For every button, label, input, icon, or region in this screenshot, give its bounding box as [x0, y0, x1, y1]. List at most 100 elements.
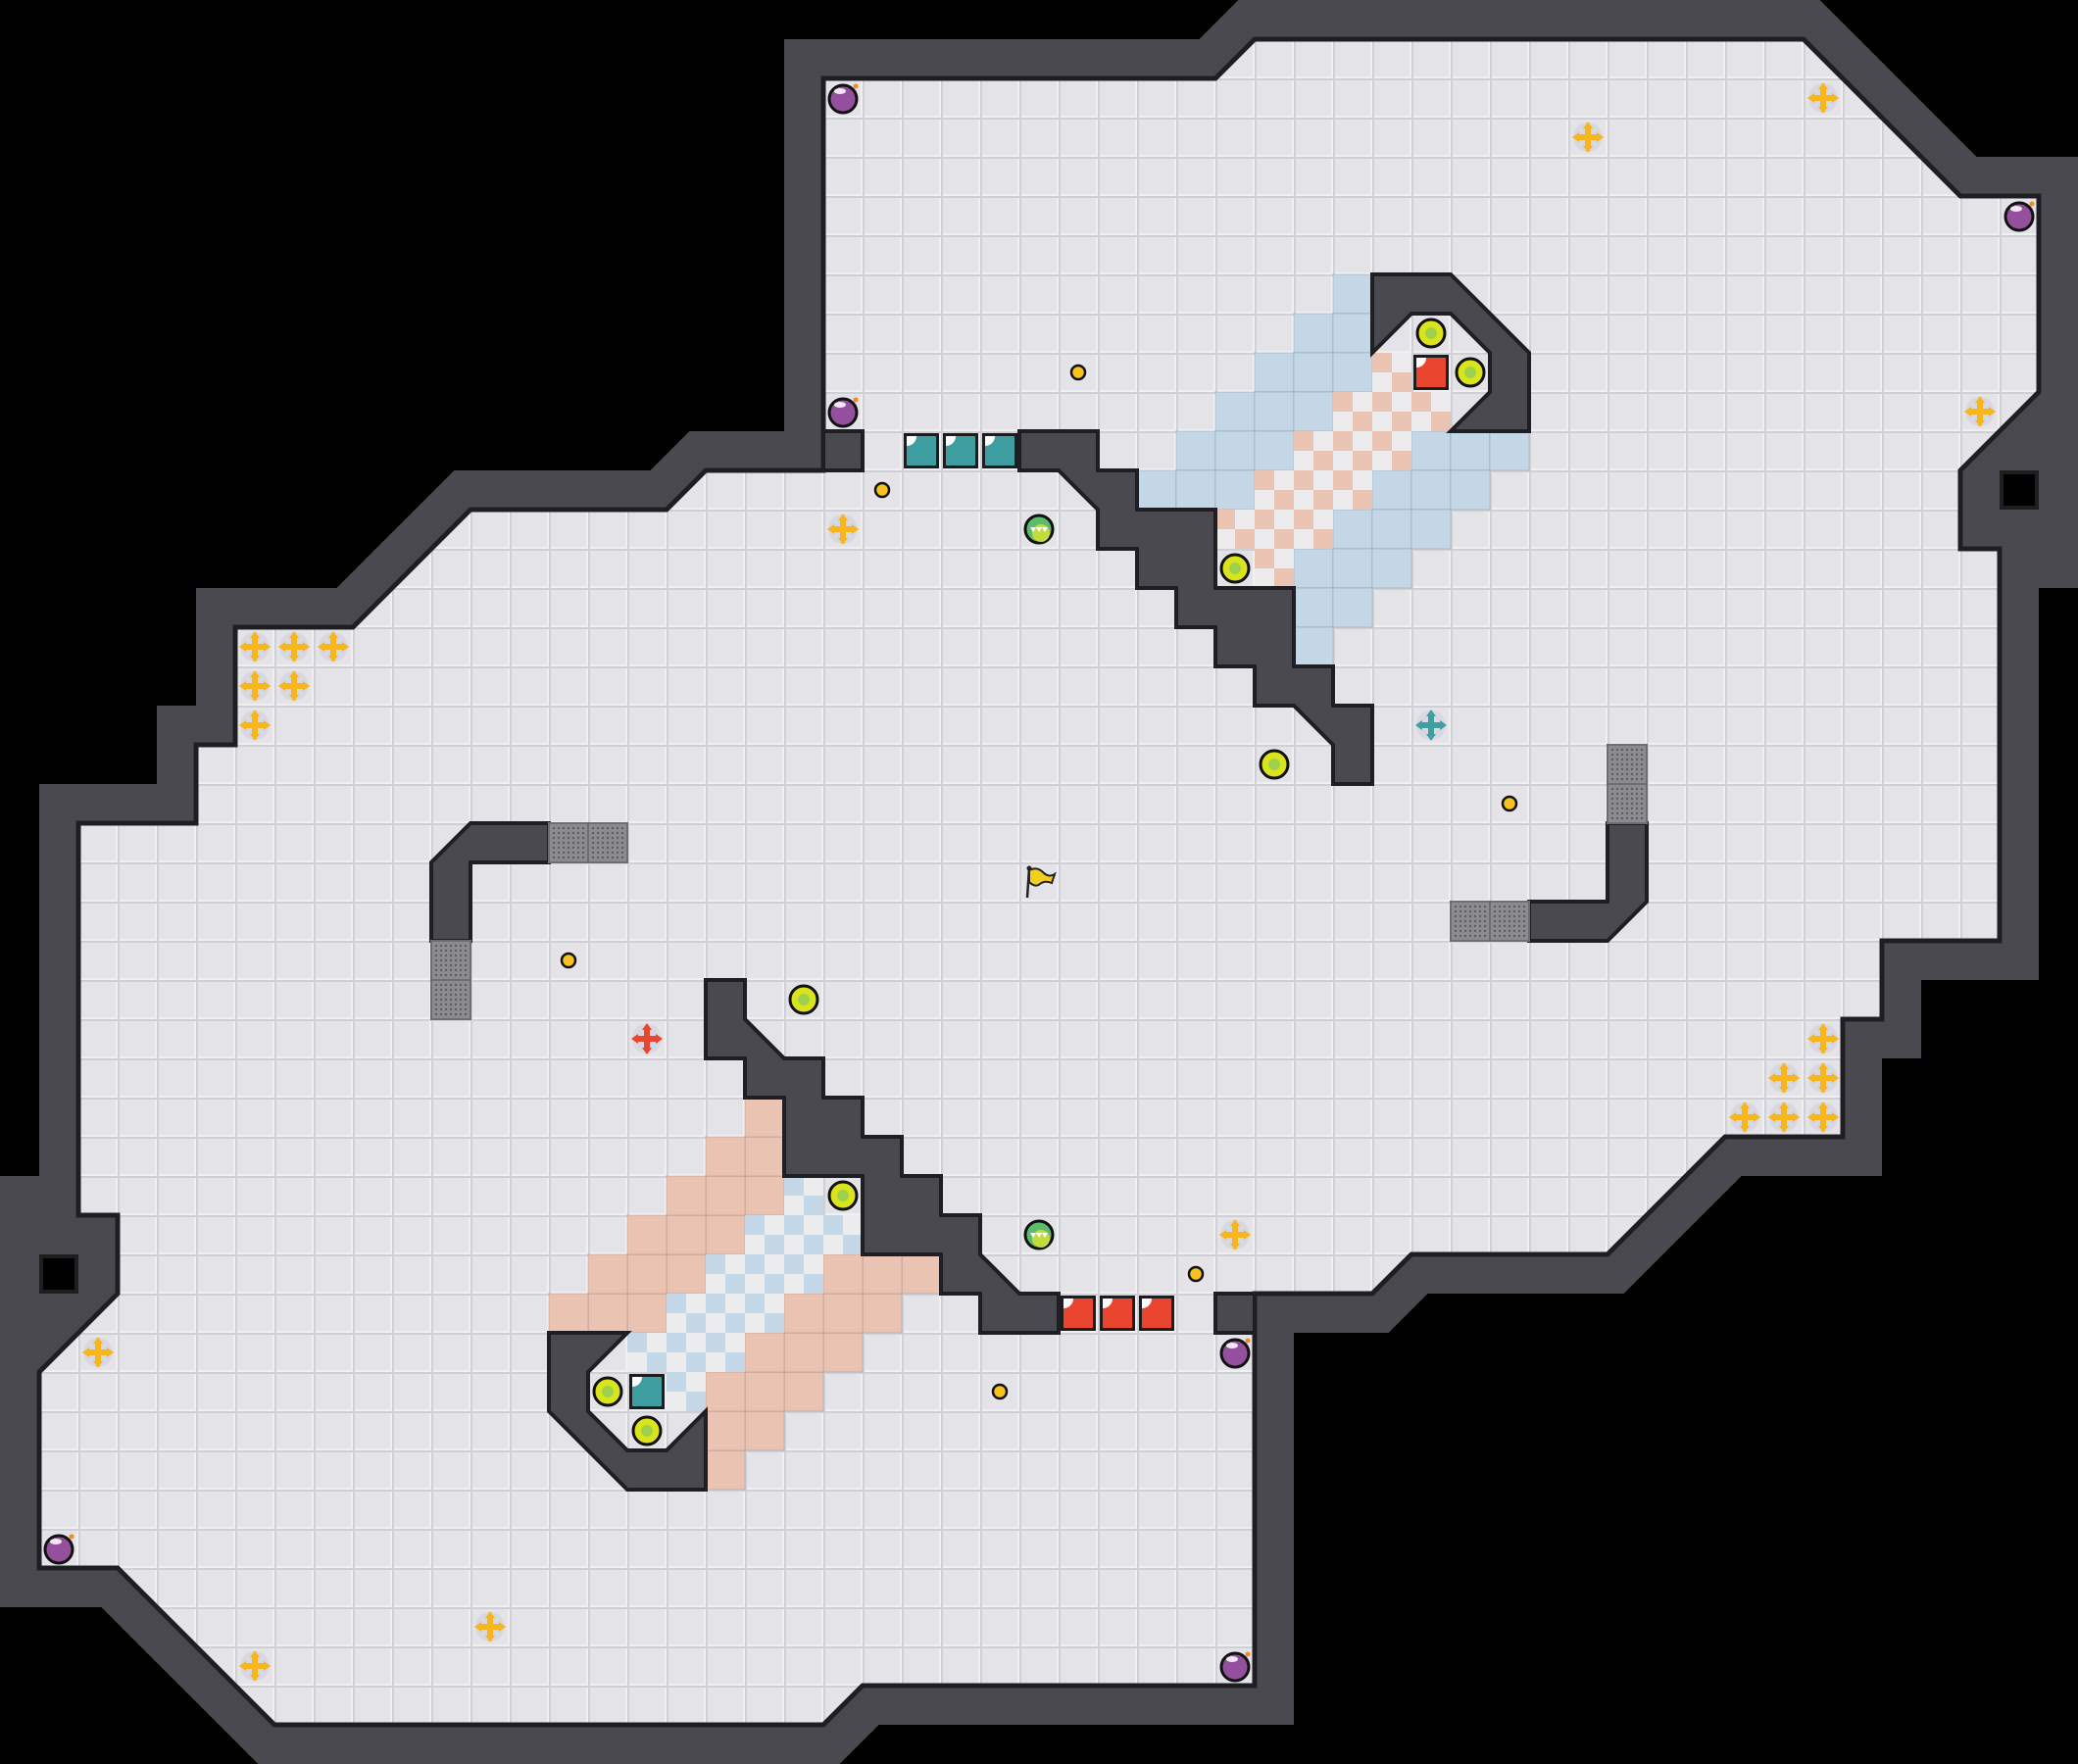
blue-checker-tile [784, 1215, 823, 1254]
gray-tile-dot [1503, 909, 1507, 913]
square-shine [1064, 1298, 1073, 1308]
gray-tile-dot [464, 944, 468, 948]
gray-tile-dot [1630, 748, 1634, 752]
gray-tile-dot [444, 968, 448, 972]
checker-square [1333, 392, 1353, 412]
gray-tile-dot [1640, 753, 1644, 757]
gray-tile-dot [1640, 758, 1644, 761]
gray-tile-dot [1615, 748, 1619, 752]
gray-tile-dot [464, 993, 468, 997]
gray-tile-dot [611, 851, 615, 855]
gray-tile-dot [464, 973, 468, 977]
gray-tile-dot [1498, 914, 1502, 918]
gray-tile-dot [459, 958, 463, 962]
gray-tile-dot [1635, 772, 1639, 776]
boost-bar [244, 1663, 266, 1669]
gray-tile-dot [1503, 934, 1507, 938]
checker-square [686, 1313, 706, 1333]
gray-tile-dot [449, 998, 453, 1002]
flag-cloth [1028, 867, 1057, 887]
gray-tile-dot [1620, 811, 1624, 815]
boost-icon [278, 631, 310, 662]
gray-tile-dot [1630, 787, 1634, 791]
boost-bar [479, 1624, 501, 1630]
blue-checker-tile [745, 1215, 784, 1254]
blue-zone-tile [1254, 391, 1295, 432]
boost-arrowhead [303, 642, 310, 652]
gray-tile-dot [1630, 802, 1634, 806]
blue-zone-tile [1254, 352, 1295, 393]
gray-tile-dot [1625, 767, 1629, 771]
teal-gate [982, 433, 1017, 468]
gray-tile-dot [1625, 807, 1629, 810]
red-zone-tile [666, 1175, 707, 1216]
boost-arrowhead [1729, 1112, 1736, 1122]
gray-tile-dot [1640, 772, 1644, 776]
blue-zone-tile [1136, 469, 1177, 511]
checker-square [1294, 529, 1313, 549]
gray-tile-dot [1493, 924, 1497, 928]
blue-zone-tile [1293, 548, 1334, 589]
gray-tile-dot [444, 983, 448, 987]
gray-tile-dot [1620, 753, 1624, 757]
checker-square [1372, 412, 1392, 431]
gray-tile-dot [596, 831, 600, 835]
gray-tile-dot [606, 856, 610, 859]
gray-tile-dot [454, 944, 458, 948]
gray-tile-dot [557, 826, 561, 830]
gray-tile-dot [557, 846, 561, 850]
gray-tile-dot [567, 851, 570, 855]
checker-square [1353, 431, 1372, 451]
checker-square [745, 1274, 765, 1294]
blue-zone-tile [1175, 469, 1216, 511]
boost-bar [1812, 95, 1834, 101]
red-zone-tile [744, 1175, 785, 1216]
gray-tile [430, 979, 471, 1020]
checker-square [667, 1313, 686, 1333]
square-shine [907, 436, 916, 446]
gray-tile-dot [606, 826, 610, 830]
gray-tile-dot [1615, 787, 1619, 791]
boost-arrowhead [264, 681, 271, 691]
boost-arrowhead [250, 734, 260, 741]
checker-square [1372, 372, 1392, 392]
gray-tile-dot [596, 826, 600, 830]
gray-tile-dot [620, 851, 624, 855]
red-checker-tile [1255, 470, 1294, 510]
gray-tile-dot [459, 973, 463, 977]
gray-tile-dot [1630, 767, 1634, 771]
gray-tile-dot [611, 836, 615, 840]
boost-arrowhead [107, 1348, 114, 1357]
gray-tile-dot [591, 851, 595, 855]
checker-square [745, 1294, 765, 1313]
gray-tile-dot [1610, 758, 1614, 761]
gray-tile-dot [1503, 919, 1507, 923]
flag-knob [1026, 865, 1032, 871]
boost-arrowhead [1244, 1230, 1251, 1240]
gray-tile-dot [459, 954, 463, 957]
gray-tile-dot [1615, 792, 1619, 796]
blue-zone-tile [1293, 587, 1334, 628]
gray-tile-dot [1625, 772, 1629, 776]
gray-tile-dot [1517, 914, 1521, 918]
checker-square [765, 1235, 784, 1254]
red-zone-tile [666, 1214, 707, 1255]
red-zone-tile [783, 1371, 824, 1412]
red-gate [1061, 1296, 1096, 1331]
gray-tile-dot [1625, 748, 1629, 752]
boost-arrowhead [250, 1675, 260, 1682]
gray-tile-dot [1478, 924, 1482, 928]
checker-square [1353, 470, 1372, 490]
checker-square [667, 1352, 686, 1372]
gray-tile [1607, 744, 1648, 785]
red-zone-tile [705, 1214, 746, 1255]
gray-tile-dot [1615, 777, 1619, 781]
yellow-green-ball-icon [1455, 357, 1486, 388]
bomb-icon [827, 83, 859, 115]
gray-tile-dot [1459, 909, 1462, 913]
powerup-chevron [1030, 527, 1036, 532]
checker-square [745, 1235, 765, 1254]
boost-arrowhead [303, 681, 310, 691]
gray-tile-dot [434, 963, 438, 967]
bomb-shine [834, 88, 846, 94]
